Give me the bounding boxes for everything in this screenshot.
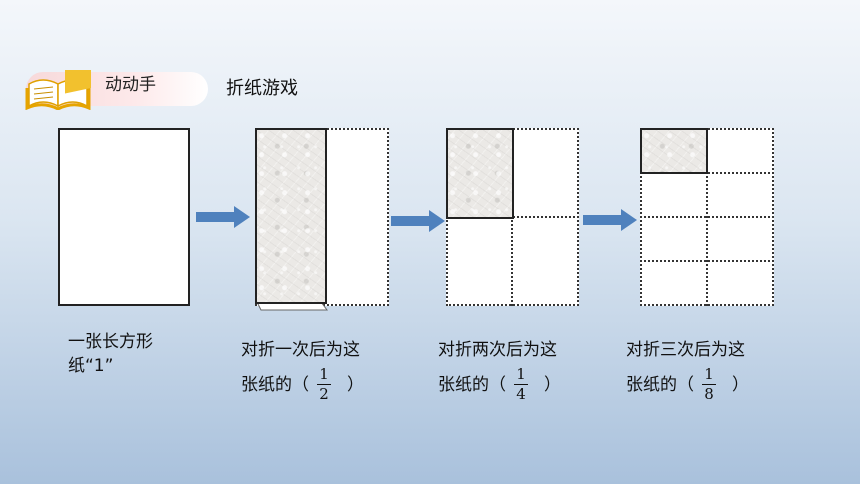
right-arrow-icon: [196, 206, 250, 228]
caption-line: 对折一次后为这: [241, 340, 360, 360]
caption-suffix: ）: [544, 374, 561, 395]
fraction-bar: [514, 384, 528, 385]
fraction-bar: [317, 384, 331, 385]
shaded-quarter: [446, 128, 514, 219]
fraction-answer: 1 4: [514, 366, 528, 403]
fraction-numerator: 1: [516, 365, 526, 383]
caption-line: 对折三次后为这: [626, 340, 745, 360]
badge-label: 动动手: [105, 75, 156, 95]
fraction-bar: [702, 384, 716, 385]
fraction-denominator: 4: [516, 385, 526, 403]
fraction-numerator: 1: [704, 365, 714, 383]
caption-step-3: 对折两次后为这 张纸的（ 1 4 ）: [438, 338, 561, 403]
fraction-answer: 1 2: [317, 366, 331, 403]
fold-line: [640, 260, 774, 262]
paper-folded-twice: [446, 128, 579, 306]
whole-paper: [58, 128, 190, 306]
right-arrow-icon: [391, 210, 445, 232]
open-book-icon: [25, 70, 91, 110]
fold-line: [640, 216, 774, 218]
caption-line: 对折两次后为这: [438, 340, 557, 360]
caption-line: 一张长方形: [68, 332, 153, 352]
fraction-denominator: 8: [704, 385, 714, 403]
caption-step-2: 对折一次后为这 张纸的（ 1 2 ）: [241, 338, 364, 403]
fraction-answer: 1 8: [702, 366, 716, 403]
shaded-eighth: [640, 128, 708, 174]
caption-step-1: 一张长方形 纸“1”: [68, 330, 153, 378]
caption-prefix: 张纸的（: [241, 374, 309, 395]
caption-prefix: 张纸的（: [438, 374, 506, 395]
shaded-half: [255, 128, 327, 304]
activity-title: 折纸游戏: [226, 78, 298, 99]
caption-line: 纸“1”: [68, 356, 114, 376]
caption-suffix: ）: [347, 374, 364, 395]
paper-folded-thrice: [640, 128, 774, 306]
paper-folded-once: [255, 128, 389, 311]
caption-suffix: ）: [732, 374, 749, 395]
right-arrow-icon: [583, 209, 637, 231]
fraction-denominator: 2: [319, 385, 329, 403]
caption-prefix: 张纸的（: [626, 374, 694, 395]
caption-step-4: 对折三次后为这 张纸的（ 1 8 ）: [626, 338, 749, 403]
fraction-numerator: 1: [319, 365, 329, 383]
